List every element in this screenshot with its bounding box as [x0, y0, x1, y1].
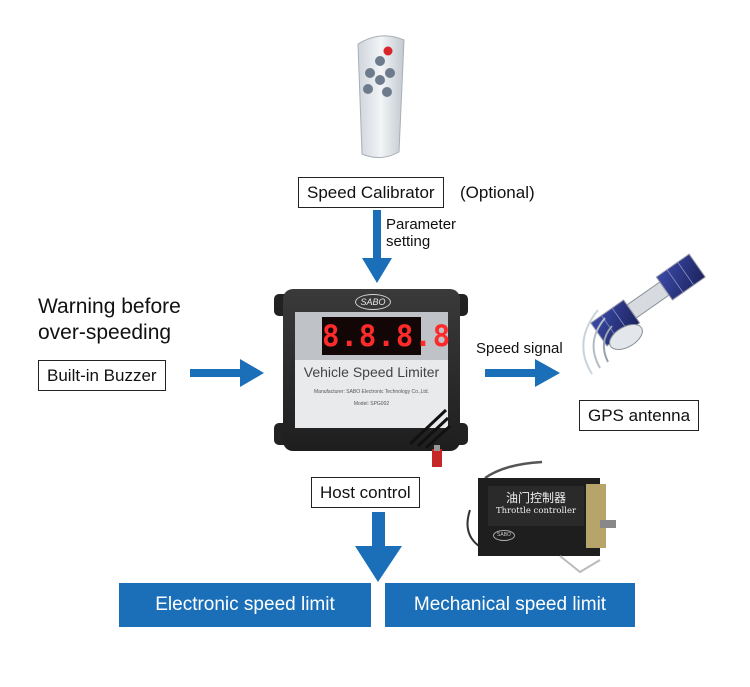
device-brand-logo: SABO	[355, 294, 391, 310]
throttle-chinese-label: 油门控制器	[505, 491, 566, 505]
satellite-image	[582, 253, 706, 375]
device-name: Vehicle Speed Limiter	[303, 364, 440, 380]
throttle-english-label: Throttle controller	[495, 506, 577, 516]
parameter-setting-label: Parameter setting	[386, 216, 456, 251]
gps-antenna-label: GPS antenna	[579, 400, 700, 431]
speed-signal-label: Speed signal	[476, 340, 563, 357]
speed-limiter-device-image	[274, 289, 468, 467]
built-in-buzzer-label: Built-in Buzzer	[38, 360, 166, 391]
device-manufacturer: Manufacturer: SABO Electronic Technology…	[314, 389, 429, 395]
arrow-buzzer-to-device	[190, 359, 264, 387]
optional-note: (Optional)	[460, 183, 535, 202]
device-model: Model: SPG002	[353, 401, 390, 407]
led-display: 8.8.8.8	[322, 319, 452, 353]
warning-line1: Warning before	[38, 295, 181, 318]
host-control-label: Host control	[311, 477, 420, 508]
speed-calibrator-label: Speed Calibrator	[298, 177, 444, 208]
setting-line: setting	[386, 233, 431, 251]
parameter-line: Parameter	[386, 216, 457, 233]
arrow-calibrator-to-device	[362, 210, 392, 283]
warning-line2: over-speeding	[38, 320, 172, 344]
electronic-speed-limit-bar: Electronic speed limit	[119, 583, 371, 627]
mechanical-speed-limit-bar: Mechanical speed limit	[385, 583, 635, 627]
arrow-host-to-outputs	[355, 512, 402, 582]
warning-label: Warning before over-speeding	[38, 294, 181, 345]
arrow-device-to-gps	[485, 359, 560, 387]
throttle-controller-image	[466, 460, 616, 574]
throttle-brand-logo: SABO	[493, 530, 515, 541]
remote-control-image	[357, 35, 405, 158]
